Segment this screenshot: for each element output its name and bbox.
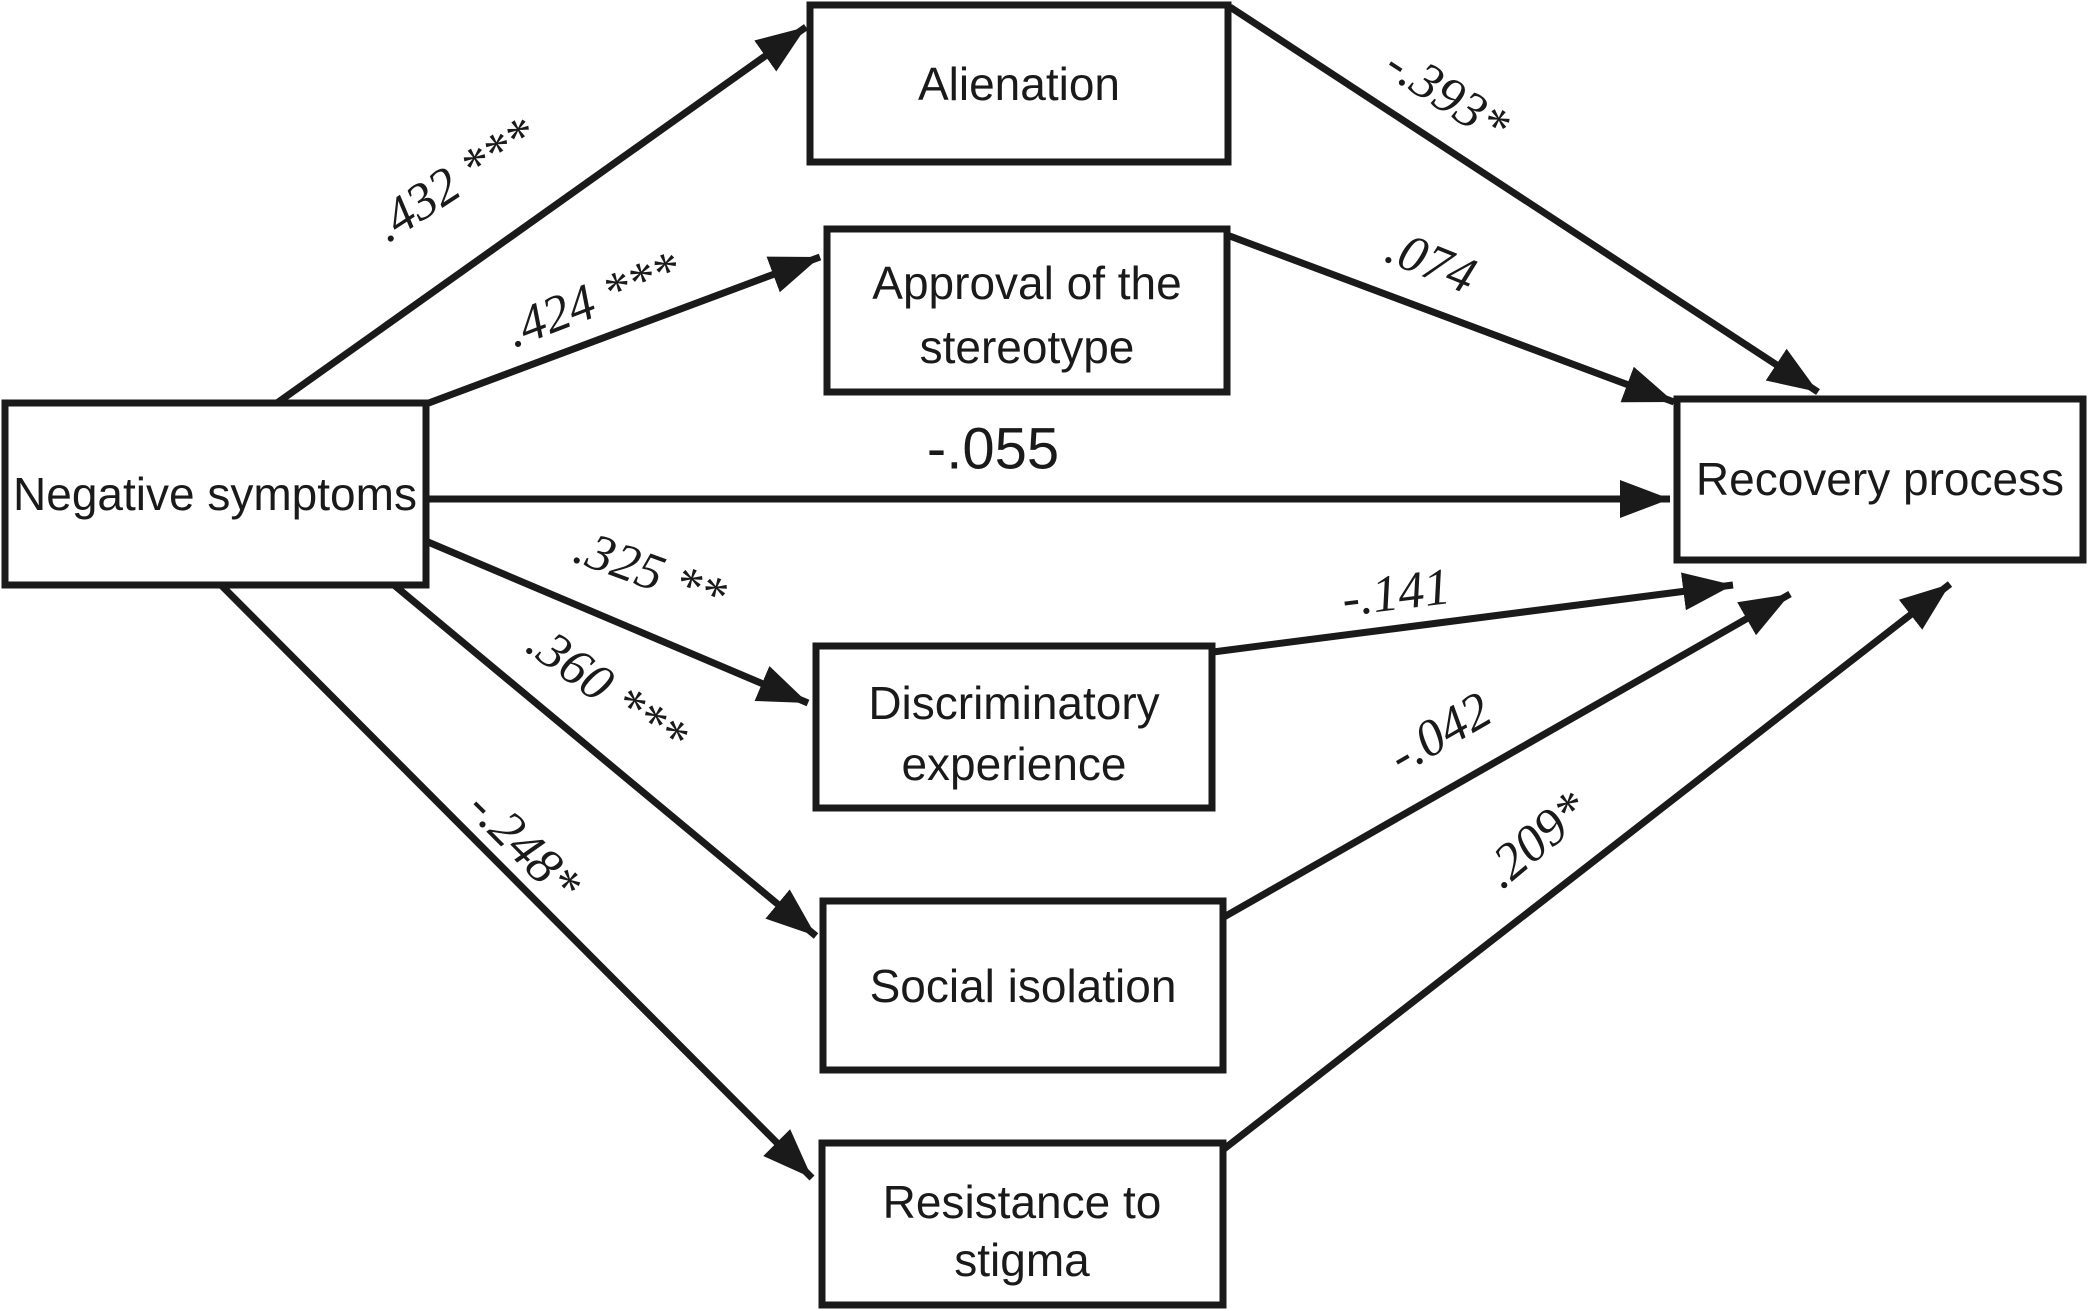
negative-symptoms-box xyxy=(1,399,430,589)
path-line-alienation-to-recovery xyxy=(1228,4,1820,395)
path-line-resistance-to-recovery xyxy=(1221,581,1953,1152)
negative-symptoms-label: Negative symptoms xyxy=(13,468,417,520)
node-discriminatory-experience: Discriminatory experience xyxy=(812,642,1216,812)
coef-ns-to-recovery: -.055 xyxy=(927,417,1059,482)
resistance-label-line1: Resistance to xyxy=(883,1176,1162,1228)
recovery-box xyxy=(1673,395,2087,564)
coef-discriminatory-to-recovery: -.141 xyxy=(1339,558,1453,628)
recovery-label: Recovery process xyxy=(1696,453,2064,505)
coef-ns-to-social: .360 *** xyxy=(517,613,698,766)
discriminatory-label-line1: Discriminatory xyxy=(868,677,1159,729)
coef-resistance-to-recovery: .209* xyxy=(1473,781,1599,900)
resistance-box xyxy=(818,1139,1227,1309)
discriminatory-box xyxy=(812,642,1216,812)
node-negative-symptoms: Negative symptoms xyxy=(1,399,430,589)
approval-label-line1: Approval of the xyxy=(872,257,1181,309)
approval-box xyxy=(823,225,1231,396)
node-social-isolation: Social isolation xyxy=(819,897,1227,1074)
edges-layer xyxy=(218,4,1953,1181)
node-resistance-to-stigma: Resistance to stigma xyxy=(818,1139,1227,1309)
path-line-ns-to-alienation xyxy=(274,24,809,406)
path-line-discriminatory-to-recovery xyxy=(1212,572,1734,656)
path-line-ns-to-resistance xyxy=(218,582,815,1181)
discriminatory-label-line2: experience xyxy=(901,738,1126,790)
node-recovery-process: Recovery process xyxy=(1673,395,2087,564)
resistance-label-line2: stigma xyxy=(954,1234,1090,1286)
path-line-ns-to-discriminatory xyxy=(426,538,810,707)
path-line-ns-to-approval xyxy=(424,253,822,408)
coef-alienation-to-recovery: -.393* xyxy=(1375,35,1519,156)
approval-label-line2: stereotype xyxy=(920,321,1135,373)
node-approval-of-the-stereotype: Approval of the stereotype xyxy=(823,225,1231,396)
social-isolation-box xyxy=(819,897,1227,1074)
node-alienation: Alienation xyxy=(806,1,1232,166)
alienation-box xyxy=(806,1,1232,166)
path-line-approval-to-recovery xyxy=(1225,231,1676,406)
alienation-label: Alienation xyxy=(918,58,1120,110)
coef-approval-to-recovery: .074 xyxy=(1378,219,1484,306)
path-line-ns-to-social xyxy=(391,582,819,939)
social-isolation-label: Social isolation xyxy=(870,960,1177,1012)
path-line-social-to-recovery xyxy=(1222,590,1792,921)
